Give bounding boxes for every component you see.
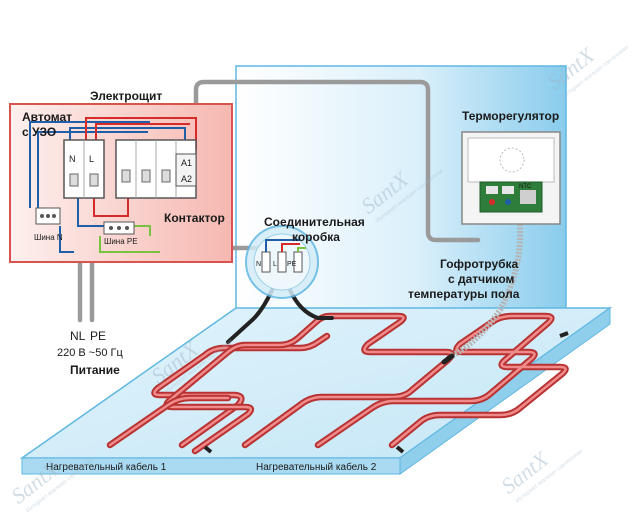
floor-sensor-tip — [441, 353, 455, 365]
rcd-label-line2: с УЗО — [22, 125, 56, 139]
contact-a2-label: A2 — [181, 174, 192, 184]
thermostat-device: NTC — [461, 131, 561, 225]
bus-n-label: Шина N — [34, 233, 63, 242]
rcd-label-line1: Автомат — [22, 110, 72, 124]
rcd-breaker: N L — [63, 139, 105, 199]
rcd-terminal-l: L — [89, 154, 94, 164]
conduit-label-line2: с датчиком — [448, 272, 515, 286]
cable-2-label: Нагревательный кабель 2 — [256, 461, 377, 473]
bus-n — [35, 207, 61, 225]
floor-slab — [19, 307, 613, 475]
thermostat-ntc-label: NTC — [519, 184, 532, 190]
contactor-label: Контактор — [164, 211, 225, 225]
cable-end-marker — [559, 331, 569, 338]
supply-voltage-label: 220 В ~50 Гц — [57, 347, 123, 359]
rcd-terminal-n: N — [69, 154, 76, 164]
thermostat-label: Терморегулятор — [462, 109, 559, 123]
bus-pe-label: Шина PE — [104, 237, 138, 246]
junction-terminal-n: N — [256, 261, 261, 268]
contact-a1-label: A1 — [181, 158, 192, 168]
conduit-label-line3: температуры пола — [408, 287, 520, 301]
cable-end-marker — [395, 445, 405, 454]
contactor-module: A1 A2 — [115, 139, 197, 199]
junction-label-line2: коробка — [292, 230, 340, 244]
junction-label-line1: Соединительная — [264, 215, 365, 229]
room-edges — [235, 65, 567, 308]
junction-terminal-pe: PE — [287, 261, 297, 268]
heating-cable — [106, 312, 569, 455]
panel-title: Электрощит — [90, 89, 162, 103]
watermark-bottom-right: SantX Интернет-магазин сантехники — [496, 446, 584, 505]
watermark-top-right: SantX Интернет-магазин сантехники — [542, 42, 630, 101]
conduit-label-line1: Гофротрубка — [440, 257, 519, 271]
junction-terminal-l: L — [273, 261, 277, 268]
room-back-wall — [236, 66, 566, 308]
supply-pe-label: PE — [90, 329, 106, 343]
cable-1-label: Нагревательный кабель 1 — [46, 461, 167, 473]
cable-end-marker — [203, 445, 213, 454]
junction-box: N L PE — [245, 225, 319, 299]
corrugated-conduit — [450, 223, 524, 359]
supply-nl-label: NL — [70, 329, 86, 343]
supply-caption: Питание — [70, 363, 120, 377]
panel-wiring — [29, 117, 197, 253]
bus-pe — [103, 221, 135, 235]
